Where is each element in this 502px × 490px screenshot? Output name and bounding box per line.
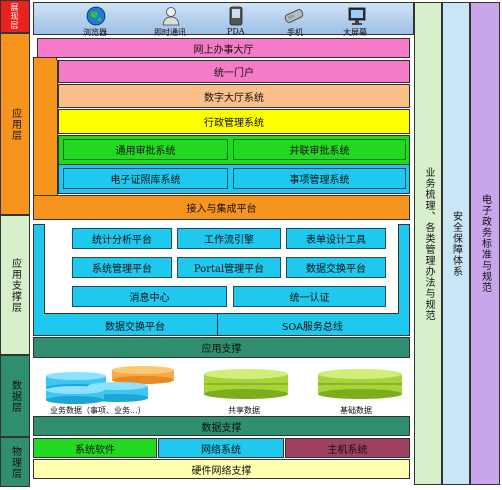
layer-label-application-text: 应用层 — [9, 107, 21, 141]
cert-library-system[interactable]: 电子证照库系统 — [63, 168, 228, 189]
channel-phone: 手机 — [279, 5, 309, 37]
joint-approval-system[interactable]: 并联审批系统 — [233, 139, 406, 160]
channel-browser-label: 浏览器 — [83, 28, 107, 37]
channel-pda: PDA — [221, 5, 251, 36]
pda-icon — [229, 6, 243, 26]
data-exchange-platform-label: 数据交换平台 — [306, 264, 366, 275]
layer-label-display-text: 展现层 — [10, 3, 20, 30]
layer-label-support: 应用支撑层 — [0, 215, 30, 355]
layer-label-data-text: 数据层 — [9, 379, 21, 413]
integration-platform-label: 接入与集成平台 — [186, 204, 257, 215]
affairs-management-system[interactable]: 事项管理系统 — [233, 168, 406, 189]
application-support-label: 应用支撑 — [201, 344, 242, 355]
network-system-label: 网络系统 — [201, 444, 241, 456]
integration-platform[interactable]: 接入与集成平台 — [33, 195, 410, 220]
user-icon — [162, 7, 180, 26]
egov-standards-column[interactable]: 电子政务标准与规范 — [470, 2, 500, 485]
layer-label-support-text: 应用支撑层 — [9, 257, 21, 313]
stats-analysis-platform-label: 统计分析平台 — [92, 235, 152, 246]
stats-analysis-platform[interactable]: 统计分析平台 — [72, 228, 172, 249]
soa-service-bus-label: SOA服务总线 — [282, 321, 343, 333]
unified-authentication[interactable]: 统一认证 — [233, 286, 386, 307]
application-frame-inner-left — [40, 60, 58, 195]
bus-data-exchange-label: 数据交换平台 — [105, 321, 165, 333]
portal-management-platform-label: Portal管理平台 — [193, 264, 265, 275]
egov-standards-label: 电子政务标准与规范 — [479, 194, 491, 293]
layer-label-physical-text: 物理层 — [9, 445, 21, 479]
unified-portal-label: 统一门户 — [214, 68, 254, 79]
shared-data-label: 共享数据 — [228, 406, 260, 415]
system-software[interactable]: 系统软件 — [33, 438, 157, 458]
phone-icon — [284, 9, 304, 23]
application-support[interactable]: 应用支撑 — [33, 337, 410, 358]
security-assurance-column[interactable]: 安全保障体系 — [442, 2, 470, 485]
general-approval-system[interactable]: 通用审批系统 — [63, 139, 228, 160]
system-management-platform-label: 系统管理平台 — [92, 264, 152, 275]
online-service-hall-label: 网上办事大厅 — [193, 44, 254, 56]
base-data-db-icon — [318, 369, 402, 399]
hardware-network-support[interactable]: 硬件网络支撑 — [33, 459, 410, 479]
admin-management-system-label: 行政管理系统 — [204, 118, 264, 129]
host-system[interactable]: 主机系统 — [285, 438, 410, 458]
bus-data-exchange: 数据交换平台 — [60, 314, 210, 336]
business-data-db-icon — [46, 366, 174, 404]
data-support-label: 数据支撑 — [201, 422, 242, 434]
security-assurance-label: 安全保障体系 — [450, 210, 462, 277]
data-exchange-platform[interactable]: 数据交换平台 — [286, 257, 386, 278]
globe-icon — [86, 6, 106, 26]
channel-screen-label: 大屏幕 — [343, 28, 367, 37]
shared-data-db-icon — [204, 369, 288, 399]
monitor-icon — [348, 7, 366, 25]
base-data-label: 基础数据 — [340, 406, 372, 415]
form-designer[interactable]: 表单设计工具 — [286, 228, 386, 249]
data-support[interactable]: 数据支撑 — [33, 416, 410, 436]
message-center-label: 消息中心 — [129, 293, 170, 304]
network-system[interactable]: 网络系统 — [158, 438, 284, 458]
admin-management-system[interactable]: 行政管理系统 — [58, 109, 410, 134]
channel-bar: 浏览器 即时通讯 PDA 手机 大屏幕 — [33, 2, 414, 37]
cert-library-system-label: 电子证照库系统 — [110, 175, 181, 186]
channel-browser: 浏览器 — [76, 5, 116, 37]
form-designer-label: 表单设计工具 — [306, 235, 366, 246]
host-system-label: 主机系统 — [327, 444, 368, 456]
channel-screen: 大屏幕 — [336, 5, 376, 37]
business-data-label: 业务数据（事项、业务...） — [50, 406, 146, 415]
system-management-platform[interactable]: 系统管理平台 — [72, 257, 172, 278]
layer-label-display: 展现层 — [0, 0, 30, 33]
digital-hall-system-label: 数字大厅系统 — [204, 92, 264, 104]
online-service-hall[interactable]: 网上办事大厅 — [37, 38, 410, 58]
layer-label-application: 应用层 — [0, 33, 30, 215]
hardware-network-support-label: 硬件网络支撑 — [191, 465, 252, 477]
layer-label-data: 数据层 — [0, 355, 30, 437]
soa-service-bus: SOA服务总线 — [225, 314, 400, 336]
system-software-label: 系统软件 — [75, 444, 115, 456]
affairs-management-system-label: 事项管理系统 — [289, 175, 350, 186]
digital-hall-system[interactable]: 数字大厅系统 — [58, 84, 410, 108]
workflow-engine[interactable]: 工作流引擎 — [177, 228, 281, 249]
general-approval-system-label: 通用审批系统 — [115, 146, 176, 157]
workflow-engine-label: 工作流引擎 — [204, 235, 254, 246]
message-center[interactable]: 消息中心 — [72, 286, 227, 307]
layer-label-physical: 物理层 — [0, 437, 30, 487]
unified-portal[interactable]: 统一门户 — [58, 60, 410, 83]
channel-phone-label: 手机 — [287, 28, 303, 37]
joint-approval-system-label: 并联审批系统 — [289, 146, 350, 157]
business-regulation-column[interactable]: 业务梳理、各类管理办法与规范 — [414, 2, 442, 485]
channel-pda-label: PDA — [227, 27, 245, 36]
channel-im-label: 即时通讯 — [154, 28, 186, 37]
support-divider — [217, 314, 218, 336]
channel-im: 即时通讯 — [146, 5, 196, 37]
business-regulation-label: 业务梳理、各类管理办法与规范 — [423, 166, 434, 321]
portal-management-platform[interactable]: Portal管理平台 — [177, 257, 281, 278]
unified-authentication-label: 统一认证 — [289, 293, 330, 304]
